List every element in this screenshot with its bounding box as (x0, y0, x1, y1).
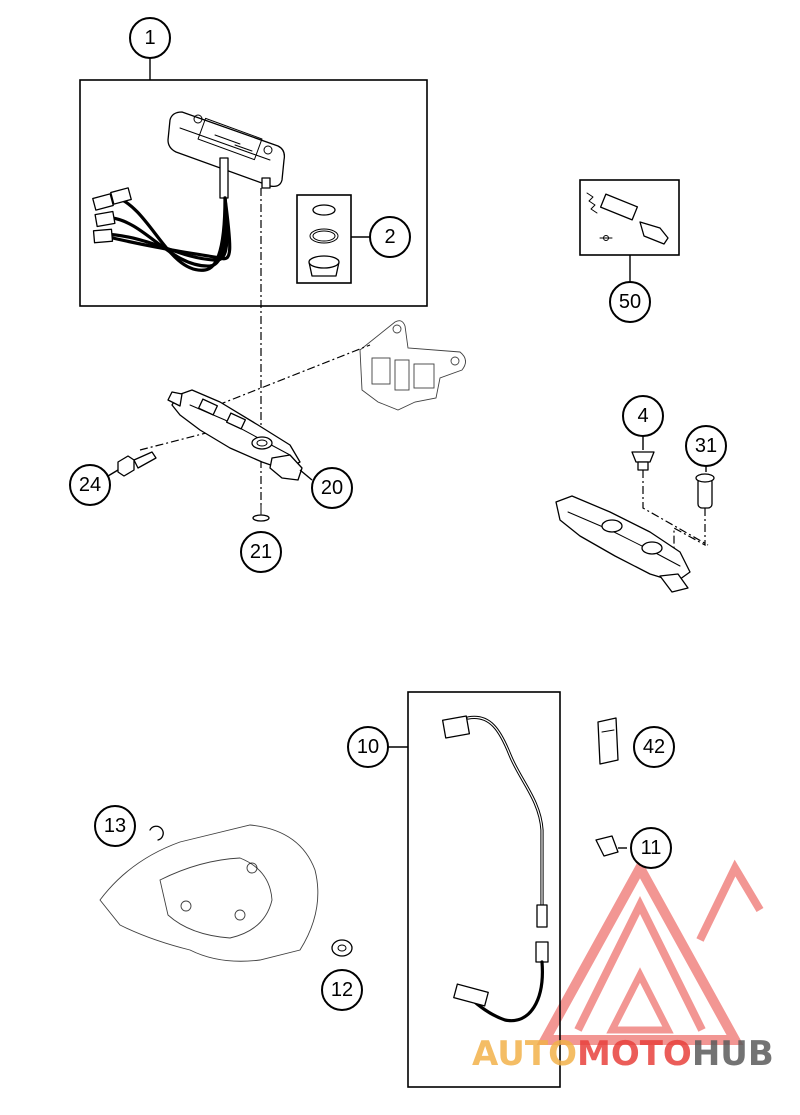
callout-label: 24 (79, 474, 101, 496)
callout-label: 21 (250, 541, 272, 563)
screw-21 (252, 504, 270, 522)
seal-kit-parts (308, 204, 340, 277)
cable-clip-11 (595, 835, 627, 857)
callout-12: 12 (321, 969, 363, 1011)
callout-2: 2 (369, 216, 411, 258)
callout-label: 4 (637, 405, 648, 427)
frame-seal-kit (296, 194, 352, 284)
axis-line-diagonal (217, 344, 371, 406)
frame-speed-sensor (407, 691, 561, 1088)
frame-instrument-kit (79, 79, 428, 307)
callout-label: 1 (144, 27, 155, 49)
speedometer-instrument (167, 111, 286, 199)
callout-42: 42 (633, 726, 675, 768)
callout-1: 1 (129, 17, 171, 59)
ghost-brake-disc (99, 824, 319, 962)
spacer-12 (331, 939, 353, 957)
callout-label: 50 (619, 291, 641, 313)
watermark-logo-triangle (536, 857, 764, 1045)
callout-50: 50 (609, 281, 651, 323)
watermark-part-hub: HUB (692, 1034, 774, 1074)
callout-24: 24 (69, 464, 111, 506)
callout-label: 12 (331, 979, 353, 1001)
ghost-mount-plate (359, 320, 466, 411)
callout-21: 21 (240, 531, 282, 573)
callout-31: 31 (685, 425, 727, 467)
callout-label: 31 (695, 435, 717, 457)
lock-set-parts (586, 192, 669, 245)
axis-line-right (642, 470, 709, 546)
axis-line-bolt (139, 431, 211, 451)
instrument-holder (167, 389, 313, 481)
callout-label: 2 (384, 226, 395, 248)
callout-11: 11 (630, 827, 672, 869)
circlip-13 (149, 825, 164, 841)
bushing-31 (695, 473, 715, 509)
cable-clip-42 (597, 717, 619, 765)
callout-label: 20 (321, 477, 343, 499)
callout-20: 20 (311, 467, 353, 509)
callout-label: 42 (643, 736, 665, 758)
callout-13: 13 (94, 805, 136, 847)
holder-replacement (555, 495, 691, 593)
callout-4: 4 (622, 395, 664, 437)
callout-10: 10 (347, 726, 389, 768)
rubber-grommet-4 (631, 451, 655, 471)
callout-label: 13 (104, 815, 126, 837)
callout-label: 11 (641, 837, 662, 859)
watermark-text: AUTOMOTOHUB (472, 1034, 774, 1074)
watermark-part-moto: MOTO (577, 1034, 692, 1074)
speed-sensor-cable (441, 715, 549, 1023)
watermark-part-auto: AUTO (472, 1034, 577, 1074)
callout-label: 10 (357, 736, 379, 758)
bolt-24 (107, 451, 157, 477)
instrument-wiring (92, 187, 232, 272)
axis-line-right-2 (673, 508, 706, 560)
